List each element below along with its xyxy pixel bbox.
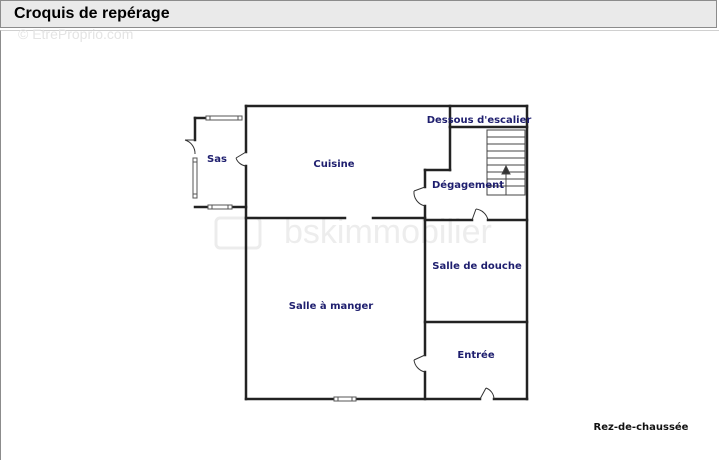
windows xyxy=(192,115,357,402)
drawing-frame xyxy=(0,30,719,460)
room-label-cuisine: Cuisine xyxy=(313,159,354,170)
room-label-salle-a-manger: Salle à manger xyxy=(289,300,374,312)
room-label-degagement: Dégagement xyxy=(432,179,504,191)
room-label-dessous-escalier: Dessous d'escalier xyxy=(427,115,532,126)
room-label-salle-de-douche: Salle de douche xyxy=(432,261,522,272)
staircase xyxy=(486,129,526,196)
door-sas-kitchen xyxy=(235,151,247,167)
level-label: Rez-de-chaussée xyxy=(594,421,689,433)
door-sas-exterior xyxy=(184,139,196,155)
room-label-sas: Sas xyxy=(207,154,227,165)
window-sas-top-jamb-b xyxy=(237,115,243,121)
watermark-top: © EtreProprio.com xyxy=(18,26,134,42)
window-sas-top-jamb-a xyxy=(205,115,211,121)
door-entree-exterior xyxy=(479,387,495,400)
page-title: Croquis de repérage xyxy=(14,5,170,22)
door-degagement-bottom xyxy=(471,208,489,221)
door-entree-dining xyxy=(413,354,426,373)
stair-arrow-head xyxy=(501,164,511,175)
header-bar: Croquis de repérage xyxy=(0,0,717,28)
doors xyxy=(184,139,495,400)
door-degagement xyxy=(413,186,426,207)
room-label-entree: Entrée xyxy=(457,349,494,361)
walls xyxy=(193,104,529,401)
